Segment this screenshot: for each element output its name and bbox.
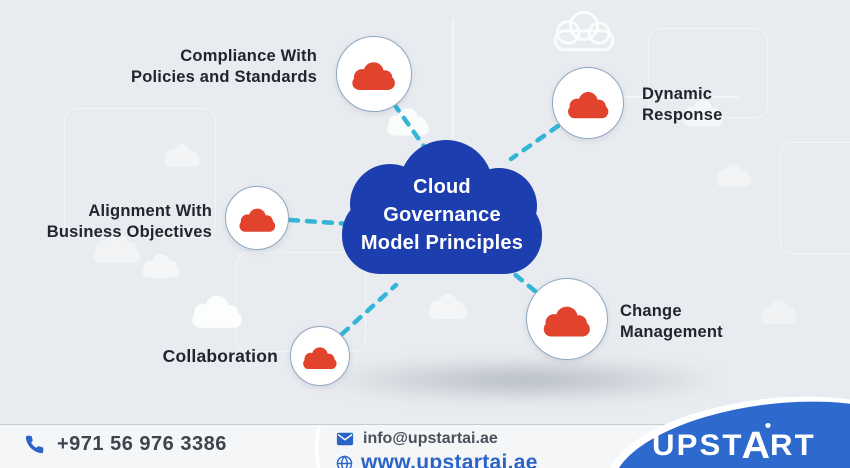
- footer-divider-arc: [300, 425, 358, 468]
- logo-i-dot-icon: [765, 423, 772, 428]
- label-line: Alignment With: [88, 202, 212, 220]
- background-cloud-icon: [760, 299, 798, 324]
- logo-stylized-a: A: [741, 423, 773, 467]
- node-dynamic-response: [552, 67, 624, 139]
- ground-shadow: [318, 358, 728, 402]
- node-alignment: [225, 186, 289, 250]
- red-cloud-icon: [543, 306, 591, 337]
- envelope-icon: [336, 432, 354, 446]
- label-line: Collaboration: [162, 346, 278, 366]
- logo-text-left: UPST: [652, 429, 744, 462]
- central-title-line: Cloud: [413, 176, 471, 198]
- central-title-line: Governance: [383, 204, 501, 226]
- website-contact[interactable]: www.upstartai.ae: [336, 451, 538, 468]
- background-cloud-icon: [192, 295, 242, 328]
- background-cloud-icon: [553, 10, 615, 52]
- node-compliance: [336, 36, 412, 112]
- label-line: Business Objectives: [46, 223, 212, 241]
- circuit-decoration: [780, 142, 850, 254]
- node-collaboration: [290, 326, 350, 386]
- globe-icon: [336, 454, 353, 468]
- label-line: Policies and Standards: [131, 68, 317, 86]
- background-cloud-icon: [142, 253, 180, 278]
- label-change-management: Change Management: [620, 301, 723, 343]
- label-line: Response: [642, 106, 723, 124]
- phone-contact[interactable]: +971 56 976 3386: [24, 433, 227, 456]
- connector-line: [339, 282, 399, 337]
- red-cloud-icon: [352, 62, 396, 91]
- label-line: Dynamic: [642, 85, 713, 103]
- label-line: Management: [620, 323, 723, 341]
- phone-icon: [25, 435, 44, 454]
- email-link[interactable]: info@upstartai.ae: [363, 430, 498, 447]
- label-dynamic-response: Dynamic Response: [642, 84, 722, 126]
- background-cloud-icon: [164, 143, 200, 167]
- website-link[interactable]: www.upstartai.ae: [361, 451, 538, 468]
- red-cloud-icon: [303, 347, 337, 369]
- blue-cloud-icon: [342, 140, 542, 274]
- central-title-line: Model Principles: [360, 232, 524, 254]
- central-cloud-title: Cloud Governance Model Principles: [332, 140, 552, 274]
- circuit-decoration: [452, 18, 454, 138]
- background-cloud-icon: [716, 163, 752, 187]
- node-change-management: [526, 278, 608, 360]
- label-compliance: Compliance With Policies and Standards: [131, 46, 317, 88]
- red-cloud-icon: [567, 92, 609, 119]
- email-contact[interactable]: info@upstartai.ae: [336, 430, 498, 448]
- background-cloud-icon: [428, 293, 468, 319]
- label-alignment: Alignment With Business Objectives: [47, 201, 212, 243]
- background-cloud-icon: [387, 108, 429, 136]
- red-cloud-icon: [239, 208, 275, 232]
- phone-number[interactable]: +971 56 976 3386: [57, 433, 227, 455]
- label-collaboration: Collaboration: [163, 346, 278, 367]
- label-line: Change: [620, 302, 682, 320]
- central-cloud: Cloud Governance Model Principles: [332, 140, 552, 274]
- label-line: Compliance With: [180, 47, 317, 65]
- logo-text-right: RT: [770, 429, 816, 462]
